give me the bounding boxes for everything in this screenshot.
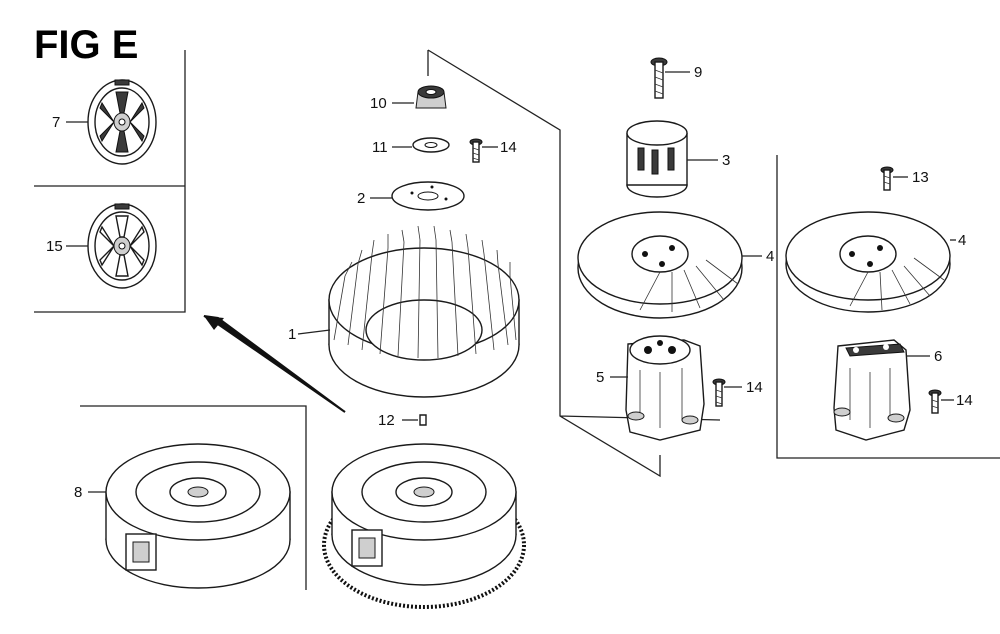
- starter-pulley-7: [87, 79, 157, 165]
- plate-2: [391, 181, 465, 211]
- callout-8: 8: [74, 484, 82, 501]
- callout-4-right: 4: [958, 232, 966, 249]
- starter-cup-3: [626, 120, 688, 198]
- callout-14-mid: 14: [746, 379, 763, 396]
- callout-4-left: 4: [766, 248, 774, 265]
- bracket-5: [625, 335, 705, 441]
- callout-7: 7: [52, 114, 60, 131]
- callout-14-right: 14: [956, 392, 973, 409]
- callout-2: 2: [357, 190, 365, 207]
- inset-frame: [34, 50, 186, 313]
- callout-9: 9: [694, 64, 702, 81]
- flywheel-8: [80, 405, 307, 590]
- direction-arrow: [203, 315, 346, 413]
- bolt-9: [650, 57, 668, 99]
- screen-grid-4-left: [577, 211, 743, 319]
- callout-labels: 7 15 10 11 14 2 1 12 8 9 3 4 5 14 13 4 6…: [46, 64, 973, 501]
- assembly-frame-right: [776, 155, 1000, 459]
- callout-6: 6: [934, 348, 942, 365]
- callout-5: 5: [596, 369, 604, 386]
- bolt-14-right: [928, 389, 942, 414]
- callout-3: 3: [722, 152, 730, 169]
- cooling-fan-1: [328, 225, 520, 398]
- callout-10: 10: [370, 95, 387, 112]
- bolt-14-top: [469, 138, 483, 163]
- callout-11: 11: [372, 139, 388, 156]
- figure-title: FIG E: [34, 23, 138, 67]
- callout-15: 15: [46, 238, 63, 255]
- washer-11: [412, 137, 450, 153]
- bracket-6: [833, 339, 911, 441]
- key-12: [402, 414, 427, 426]
- leader-lines: [66, 71, 956, 493]
- callout-13: 13: [912, 169, 929, 186]
- callout-12: 12: [378, 412, 395, 429]
- callout-14-top: 14: [500, 139, 517, 156]
- flywheel-ring-gear: [322, 443, 526, 609]
- screen-grid-4-right: [785, 211, 951, 313]
- bolt-14-mid: [712, 378, 726, 407]
- flywheel-nut-10: [415, 85, 447, 109]
- starter-pulley-15: [87, 203, 157, 289]
- bolt-13: [880, 166, 894, 191]
- callout-1: 1: [288, 326, 296, 343]
